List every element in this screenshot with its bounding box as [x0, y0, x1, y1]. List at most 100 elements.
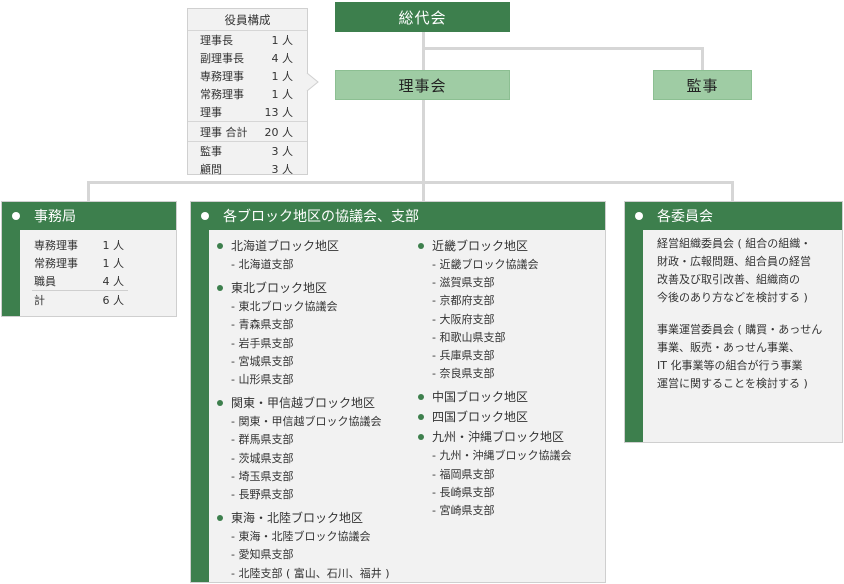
- region-bullet-icon: [418, 433, 424, 440]
- committee-description: 事業運営委員会 ( 購買・あっせん事業、販売・あっせん事業、IT 化事業等の組合…: [657, 321, 843, 393]
- officer-count: 3 人: [271, 144, 294, 158]
- region-item: 北海道ブロック地区: [217, 236, 417, 255]
- branch-item: - 群馬県支部: [231, 433, 294, 447]
- branch-item: - 愛知県支部: [231, 548, 294, 562]
- branch-item: - 関東・甲信越ブロック協議会: [231, 415, 382, 429]
- branch-item: - 長野県支部: [231, 487, 294, 501]
- region-name: 中国ブロック地区: [432, 390, 529, 405]
- officers-pointer-arrow: [306, 72, 319, 92]
- blocks-right-column: 近畿ブロック地区- 近畿ブロック協議会- 滋賀県支部- 京都府支部- 大阪府支部…: [418, 236, 603, 519]
- committee-line: 経営組織委員会 ( 組合の組織・: [657, 237, 812, 250]
- connector-auditor-down: [701, 47, 704, 70]
- region-bullet-icon: [418, 413, 424, 420]
- auditor-label: 監事: [686, 76, 719, 95]
- staff-count: 6 人: [102, 294, 125, 307]
- general-assembly-box: 総代会: [335, 2, 510, 32]
- region-group: 近畿ブロック地区- 近畿ブロック協議会- 滋賀県支部- 京都府支部- 大阪府支部…: [418, 236, 603, 382]
- branch-item: - 宮城県支部: [231, 354, 294, 368]
- connector-assembly-auditor: [422, 47, 704, 50]
- branch-item: - 青森県支部: [231, 318, 294, 332]
- committees-list: 経営組織委員会 ( 組合の組織・財政・広報問題、組合員の経営改善及び取引改善、組…: [657, 235, 843, 393]
- officers-title: 役員構成: [188, 9, 307, 31]
- bullet-icon: [635, 212, 643, 220]
- staff-role: 専務理事: [34, 239, 78, 252]
- officer-count: 1 人: [271, 88, 294, 102]
- region-item: 近畿ブロック地区: [418, 236, 603, 255]
- connector-assembly-down: [422, 32, 425, 70]
- region-name: 九州・沖縄ブロック地区: [432, 430, 565, 445]
- region-bullet-icon: [217, 284, 223, 291]
- region-group: 北海道ブロック地区- 北海道支部: [217, 236, 417, 273]
- officer-role: 理事 合計: [200, 125, 248, 139]
- blocks-left-column: 北海道ブロック地区- 北海道支部東北ブロック地区- 東北ブロック協議会- 青森県…: [217, 236, 417, 582]
- committees-title: 各委員会: [657, 209, 713, 225]
- branch-item: - 茨城県支部: [231, 451, 294, 465]
- officer-row: 理事 13 人: [188, 103, 307, 123]
- blocks-stripe: [191, 230, 209, 582]
- committee-line: 改善及び取引改善、組織商の: [657, 273, 800, 286]
- committees-panel: 各委員会 経営組織委員会 ( 組合の組織・財政・広報問題、組合員の経営改善及び取…: [624, 201, 843, 443]
- connector-committees: [731, 181, 734, 201]
- branch-item: - 福岡県支部: [432, 467, 495, 481]
- officer-role: 副理事長: [200, 52, 244, 66]
- branch-item: - 山形県支部: [231, 373, 294, 387]
- region-name: 近畿ブロック地区: [432, 239, 529, 253]
- staff-role: 常務理事: [34, 257, 78, 270]
- branch-item: - 岩手県支部: [231, 336, 294, 350]
- connector-blocks: [422, 181, 425, 201]
- branch-item: - 埼玉県支部: [231, 469, 294, 483]
- branch-item: - 奈良県支部: [432, 367, 495, 381]
- officer-role: 理事: [200, 106, 222, 120]
- officer-role: 専務理事: [200, 70, 244, 84]
- region-group: 中国ブロック地区: [418, 387, 603, 406]
- region-bullet-icon: [418, 242, 424, 249]
- bullet-icon: [12, 212, 20, 220]
- officer-role: 顧問: [200, 162, 222, 176]
- blocks-header: 各ブロック地区の協議会、支部: [191, 202, 605, 230]
- staff-count: 4 人: [102, 275, 125, 288]
- branch-item: - 東海・北陸ブロック協議会: [231, 530, 371, 544]
- region-item: 東北ブロック地区: [217, 278, 417, 297]
- board-label: 理事会: [398, 76, 447, 95]
- board-box: 理事会: [335, 70, 510, 100]
- blocks-title: 各ブロック地区の協議会、支部: [223, 209, 419, 225]
- officer-count: 13 人: [264, 106, 294, 120]
- region-group: 四国ブロック地区: [418, 407, 603, 426]
- blocks-panel: 各ブロック地区の協議会、支部 北海道ブロック地区- 北海道支部東北ブロック地区 -…: [190, 201, 606, 583]
- officer-row: 監事 3 人: [188, 142, 307, 160]
- branch-item: - 兵庫県支部: [432, 349, 495, 363]
- bullet-icon: [201, 212, 209, 220]
- committee-description: 経営組織委員会 ( 組合の組織・財政・広報問題、組合員の経営改善及び取引改善、組…: [657, 235, 843, 307]
- secretariat-header: 事務局: [2, 202, 176, 230]
- region-bullet-icon: [217, 242, 223, 249]
- region-group: 東北ブロック地区- 東北ブロック協議会- 青森県支部- 岩手県支部- 宮城県支部…: [217, 278, 417, 388]
- branch-item: - 京都府支部: [432, 294, 495, 308]
- region-item: 四国ブロック地区: [418, 407, 603, 426]
- officer-role: 常務理事: [200, 88, 244, 102]
- auditor-box: 監事: [653, 70, 752, 100]
- branch-item: - 和歌山県支部: [432, 330, 506, 344]
- region-name: 東海・北陸ブロック地区: [231, 511, 364, 526]
- region-item: 九州・沖縄ブロック地区: [418, 427, 603, 446]
- officer-count: 1 人: [271, 34, 294, 48]
- region-item: 関東・甲信越ブロック地区: [217, 393, 417, 412]
- region-name: 東北ブロック地区: [231, 281, 328, 296]
- branch-item: - 近畿ブロック協議会: [432, 258, 539, 272]
- committee-line: IT 化事業等の組合が行う事業: [657, 359, 803, 372]
- connector-secretariat: [87, 181, 90, 201]
- region-group: 関東・甲信越ブロック地区 - 関東・甲信越ブロック協議会 - 群馬県支部 - 茨城県支…: [217, 393, 417, 503]
- branch-item: - 宮崎県支部: [432, 503, 495, 517]
- region-bullet-icon: [217, 399, 223, 406]
- officer-role: 監事: [200, 144, 222, 158]
- region-name: 北海道ブロック地区: [231, 239, 340, 253]
